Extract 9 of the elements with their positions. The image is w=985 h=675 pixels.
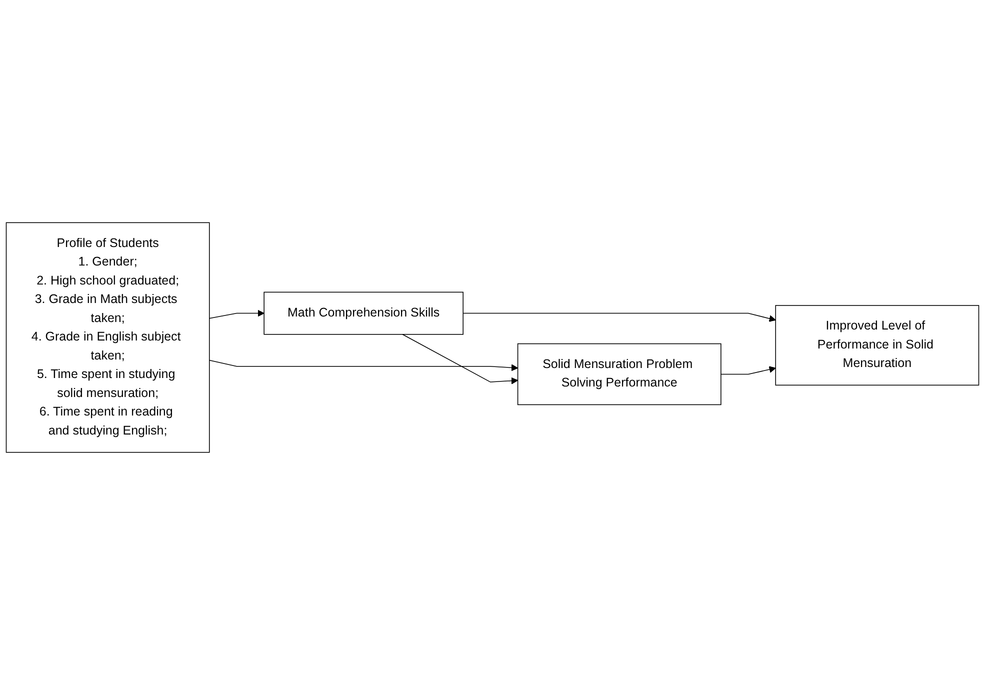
arrow — [402, 334, 518, 384]
node-box: Math Comprehension Skills — [264, 292, 464, 335]
arrow — [462, 312, 776, 322]
node-box: Improved Level of Performance in Solid Mensuration — [775, 305, 980, 386]
node-box: Solid Mensuration Problem Solving Performance — [517, 343, 722, 406]
arrow — [209, 360, 518, 372]
arrow — [209, 310, 264, 319]
node-box: Profile of Students 1. Gender; 2. High school graduated; 3. Grade in Math subjects taken; 4. Grade in English subject taken; 5. Time spent in studying solid mensuration; 6. Time spent in reading and studying English; — [6, 222, 210, 453]
arrow — [720, 366, 776, 375]
